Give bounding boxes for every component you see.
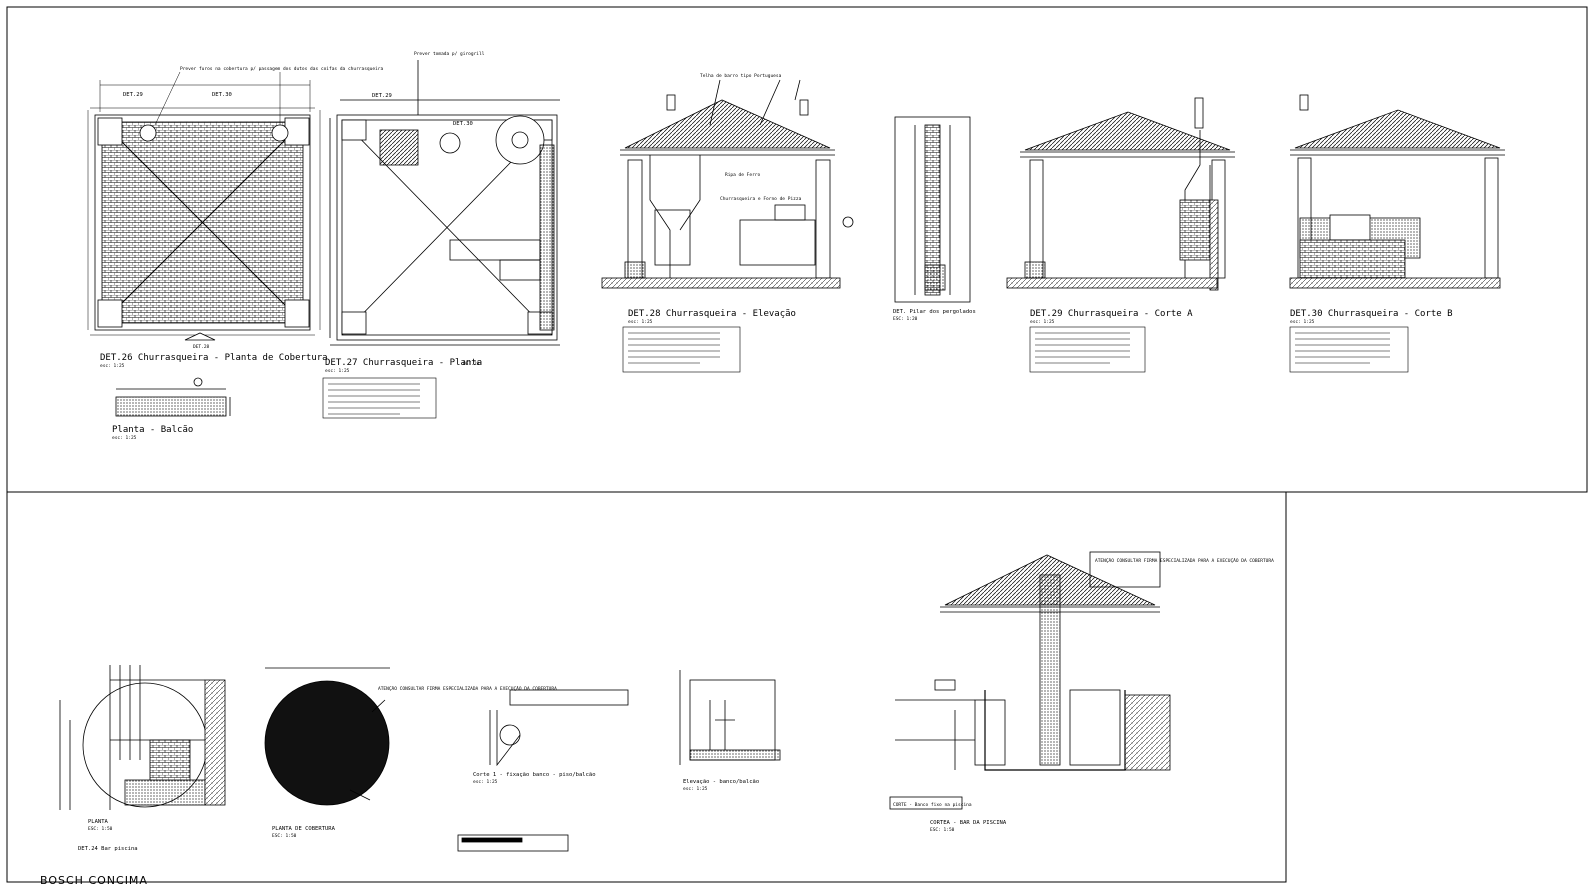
- det29-section: [1006, 97, 1235, 291]
- det30-scale: esc: 1:25: [1290, 319, 1315, 325]
- det27-title: DET.27 Churrasqueira - Planta: [325, 358, 482, 368]
- pilar-scale: ESC: 1:20: [893, 316, 918, 322]
- det27-plan: [329, 60, 560, 346]
- det28-annotation-tiles: Telha de barro tipo Portuguesa: [700, 73, 782, 79]
- det29-title: DET.29 Churrasqueira - Corte A: [1030, 309, 1193, 319]
- det28-title: DET.28 Churrasqueira - Elevação: [628, 309, 796, 319]
- balcao-title: Planta - Balcão: [112, 425, 193, 435]
- det28-annotation-iron: Ripa de Ferro: [725, 172, 761, 178]
- corte-bar-scale: ESC: 1:50: [930, 827, 955, 833]
- det26-label-det29: DET.29: [123, 92, 143, 98]
- det30-legend-box: [1289, 326, 1409, 373]
- balcao-plan: [115, 377, 231, 417]
- det27-label-det30: DET.30: [453, 121, 473, 127]
- corte1-scale: esc: 1:25: [473, 779, 498, 785]
- balcao-scale: esc: 1:25: [112, 435, 137, 441]
- det26-scale: esc: 1:25: [100, 363, 125, 369]
- cobertura-scale: ESC: 1:50: [272, 833, 297, 839]
- corte-bar-section: [889, 551, 1171, 810]
- pilar-detail: [894, 116, 971, 303]
- elevacao-detail: [679, 670, 781, 765]
- det24-title: PLANTA: [88, 819, 109, 825]
- det26-roof-plan: [87, 71, 321, 341]
- det24-scale: ESC: 1:50: [88, 826, 113, 832]
- elevacao-title: Elevação - banco/balcão: [683, 779, 759, 785]
- cobertura-plan: [264, 667, 390, 806]
- cobertura-note: ATENÇÃO CONSULTAR FIRMA ESPECIALIZADA PA…: [378, 685, 557, 692]
- corte-bar-label: CORTE - Banco fixo na piscina: [893, 802, 972, 808]
- det24-plan: [59, 665, 226, 810]
- det26-label-det30: DET.30: [212, 92, 232, 98]
- det27-labels: Prever tomada p/ girogrill DET.29 DET.30…: [325, 51, 485, 374]
- det26-label-det28: DET.28: [193, 344, 210, 350]
- corte-bar-note: ATENÇÃO CONSULTAR FIRMA ESPECIALIZADA PA…: [1095, 557, 1274, 564]
- pilar-title: DET. Pilar dos pergolados: [893, 309, 976, 315]
- det29-scale: esc: 1:25: [1030, 319, 1055, 325]
- elevacao-scale: esc: 1:25: [683, 786, 708, 792]
- det28-scale: esc: 1:25: [628, 319, 653, 325]
- det27-legend-box: [322, 377, 437, 419]
- corte1-detail: [457, 689, 629, 852]
- det30-title: DET.30 Churrasqueira - Corte B: [1290, 309, 1453, 319]
- det27-scale: esc: 1:25: [325, 368, 350, 374]
- det30-section: [1289, 94, 1505, 289]
- det27-label-det29: DET.29: [372, 93, 392, 99]
- footer-text: BOSCH CONCIMA: [40, 874, 148, 887]
- det26-note: Prever furos na cobertura p/ passagem do…: [180, 66, 383, 72]
- det28-annotation-oven: Churrasqueira e Forno de Pizza: [720, 196, 802, 202]
- det26-title: DET.26 Churrasqueira - Planta de Cobertu…: [100, 353, 328, 363]
- det28-labels: Telha de barro tipo Portuguesa Churrasqu…: [628, 73, 802, 325]
- det27-label-det28: DET.28: [463, 361, 480, 367]
- det24-caption: DET.24 Bar piscina: [78, 846, 138, 852]
- det27-note: Prever tomada p/ girogrill: [414, 51, 485, 57]
- det26-labels: Prever furos na cobertura p/ passagem do…: [100, 66, 383, 369]
- det29-legend-box: [1029, 326, 1146, 373]
- sheet-frames: [6, 6, 1588, 883]
- det28-elevation: [601, 79, 854, 289]
- corte1-title: Corte 1 - fixação banco - piso/balcão: [473, 772, 596, 778]
- cobertura-title: PLANTA DE COBERTURA: [272, 826, 336, 832]
- det28-legend-box: [622, 326, 741, 373]
- corte-bar-title: CORTEA - BAR DA PISCINA: [930, 820, 1007, 826]
